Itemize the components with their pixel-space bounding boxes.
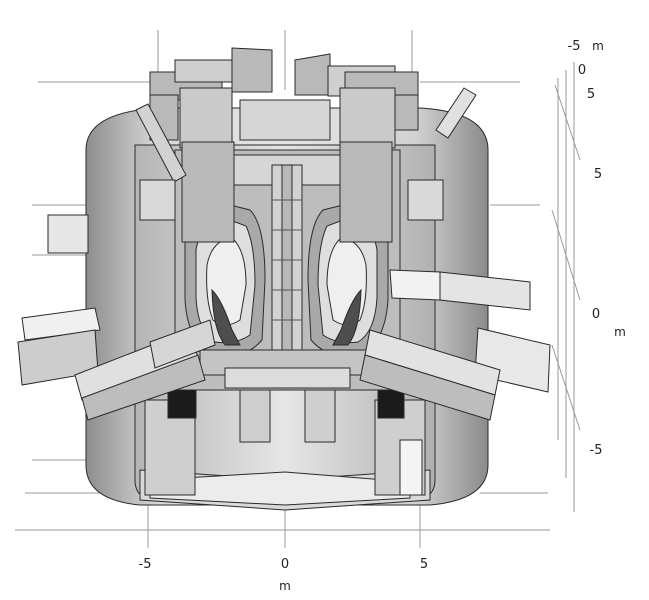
x-tick-label: -5	[139, 557, 152, 572]
tf-coils-top[interactable]	[135, 47, 477, 243]
y-axis-ticks: -5 0 5 m	[590, 167, 626, 458]
z-axis-unit: m	[592, 39, 604, 53]
y-tick-label: 0	[592, 307, 600, 322]
z-tick-label: -5	[568, 39, 581, 54]
z-tick-label: 5	[587, 87, 595, 102]
z-tick-label: 0	[578, 63, 586, 78]
lower-supports	[144, 387, 426, 496]
grid	[15, 30, 581, 548]
x-axis-unit: m	[279, 579, 291, 593]
radial-ports[interactable]	[17, 179, 551, 421]
y-tick-label: 5	[594, 167, 602, 182]
y-tick-label: -5	[590, 443, 603, 458]
y-axis-unit: m	[614, 325, 626, 339]
x-tick-label: 0	[281, 557, 289, 572]
x-tick-label: 5	[420, 557, 428, 572]
x-axis-ticks: -5 0 5 m	[139, 557, 429, 593]
z-axis-ticks: -5 m 0 5	[568, 39, 604, 102]
